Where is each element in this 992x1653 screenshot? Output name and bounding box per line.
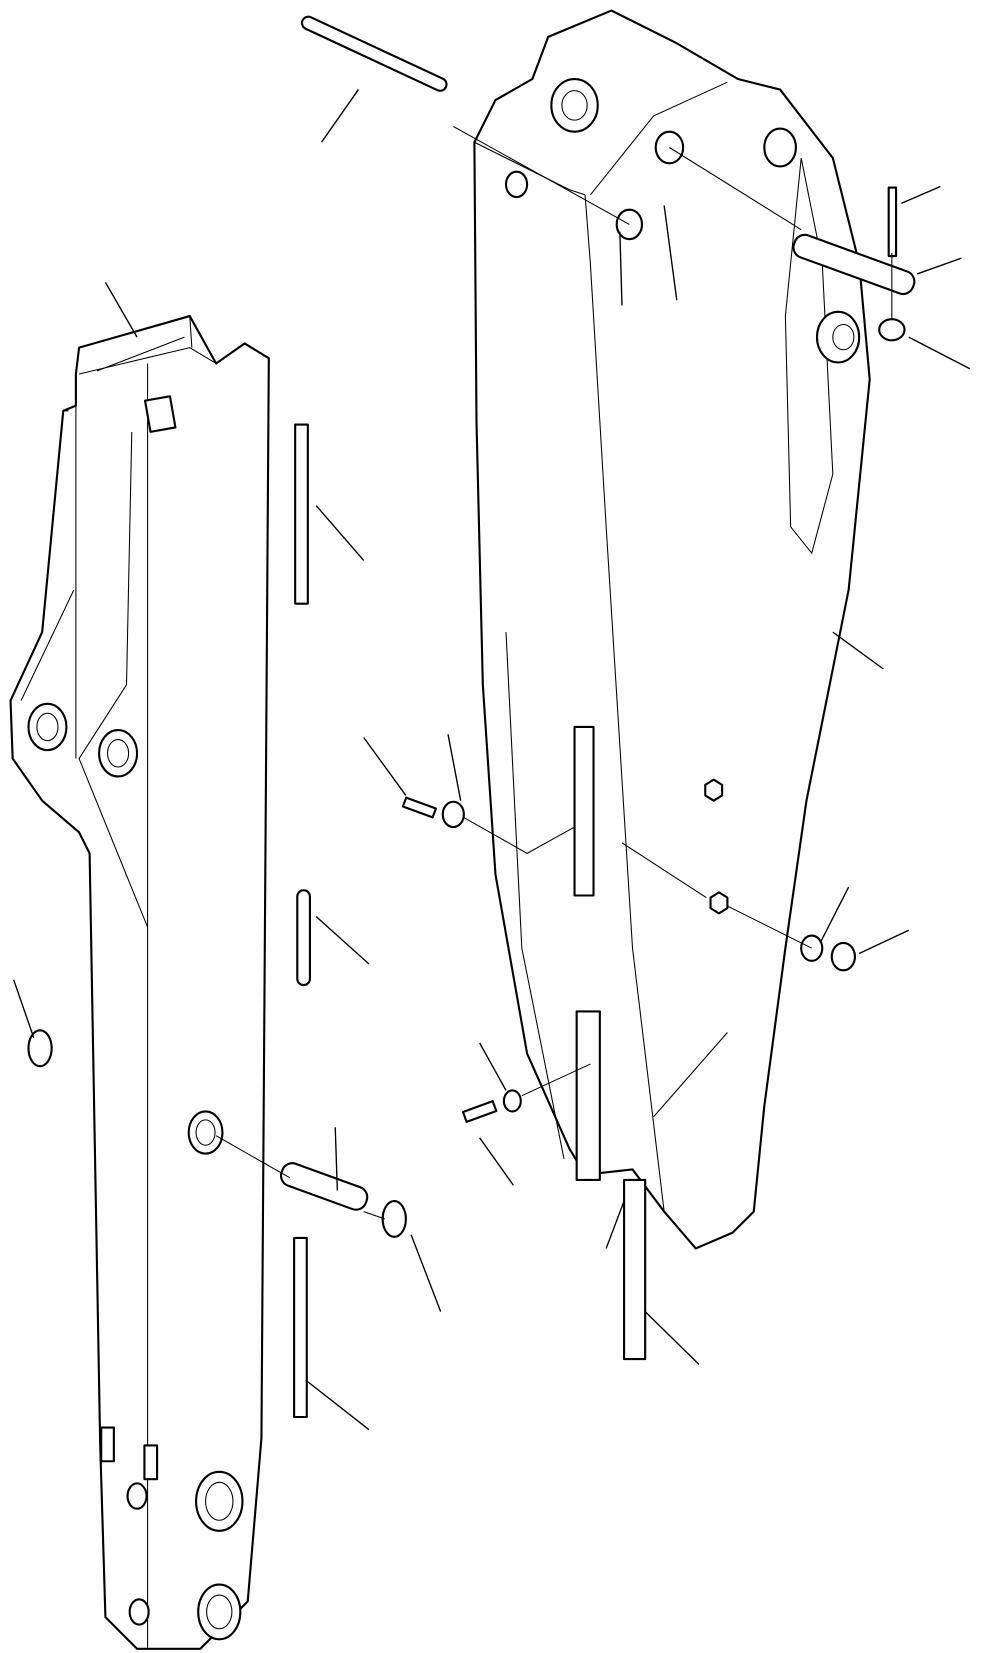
left-parts: [27, 15, 448, 1419]
right-hardware: [401, 186, 916, 1123]
leader-lines: [13, 89, 971, 1431]
left-boom: [9, 315, 270, 1650]
right-arm: [473, 9, 871, 1361]
